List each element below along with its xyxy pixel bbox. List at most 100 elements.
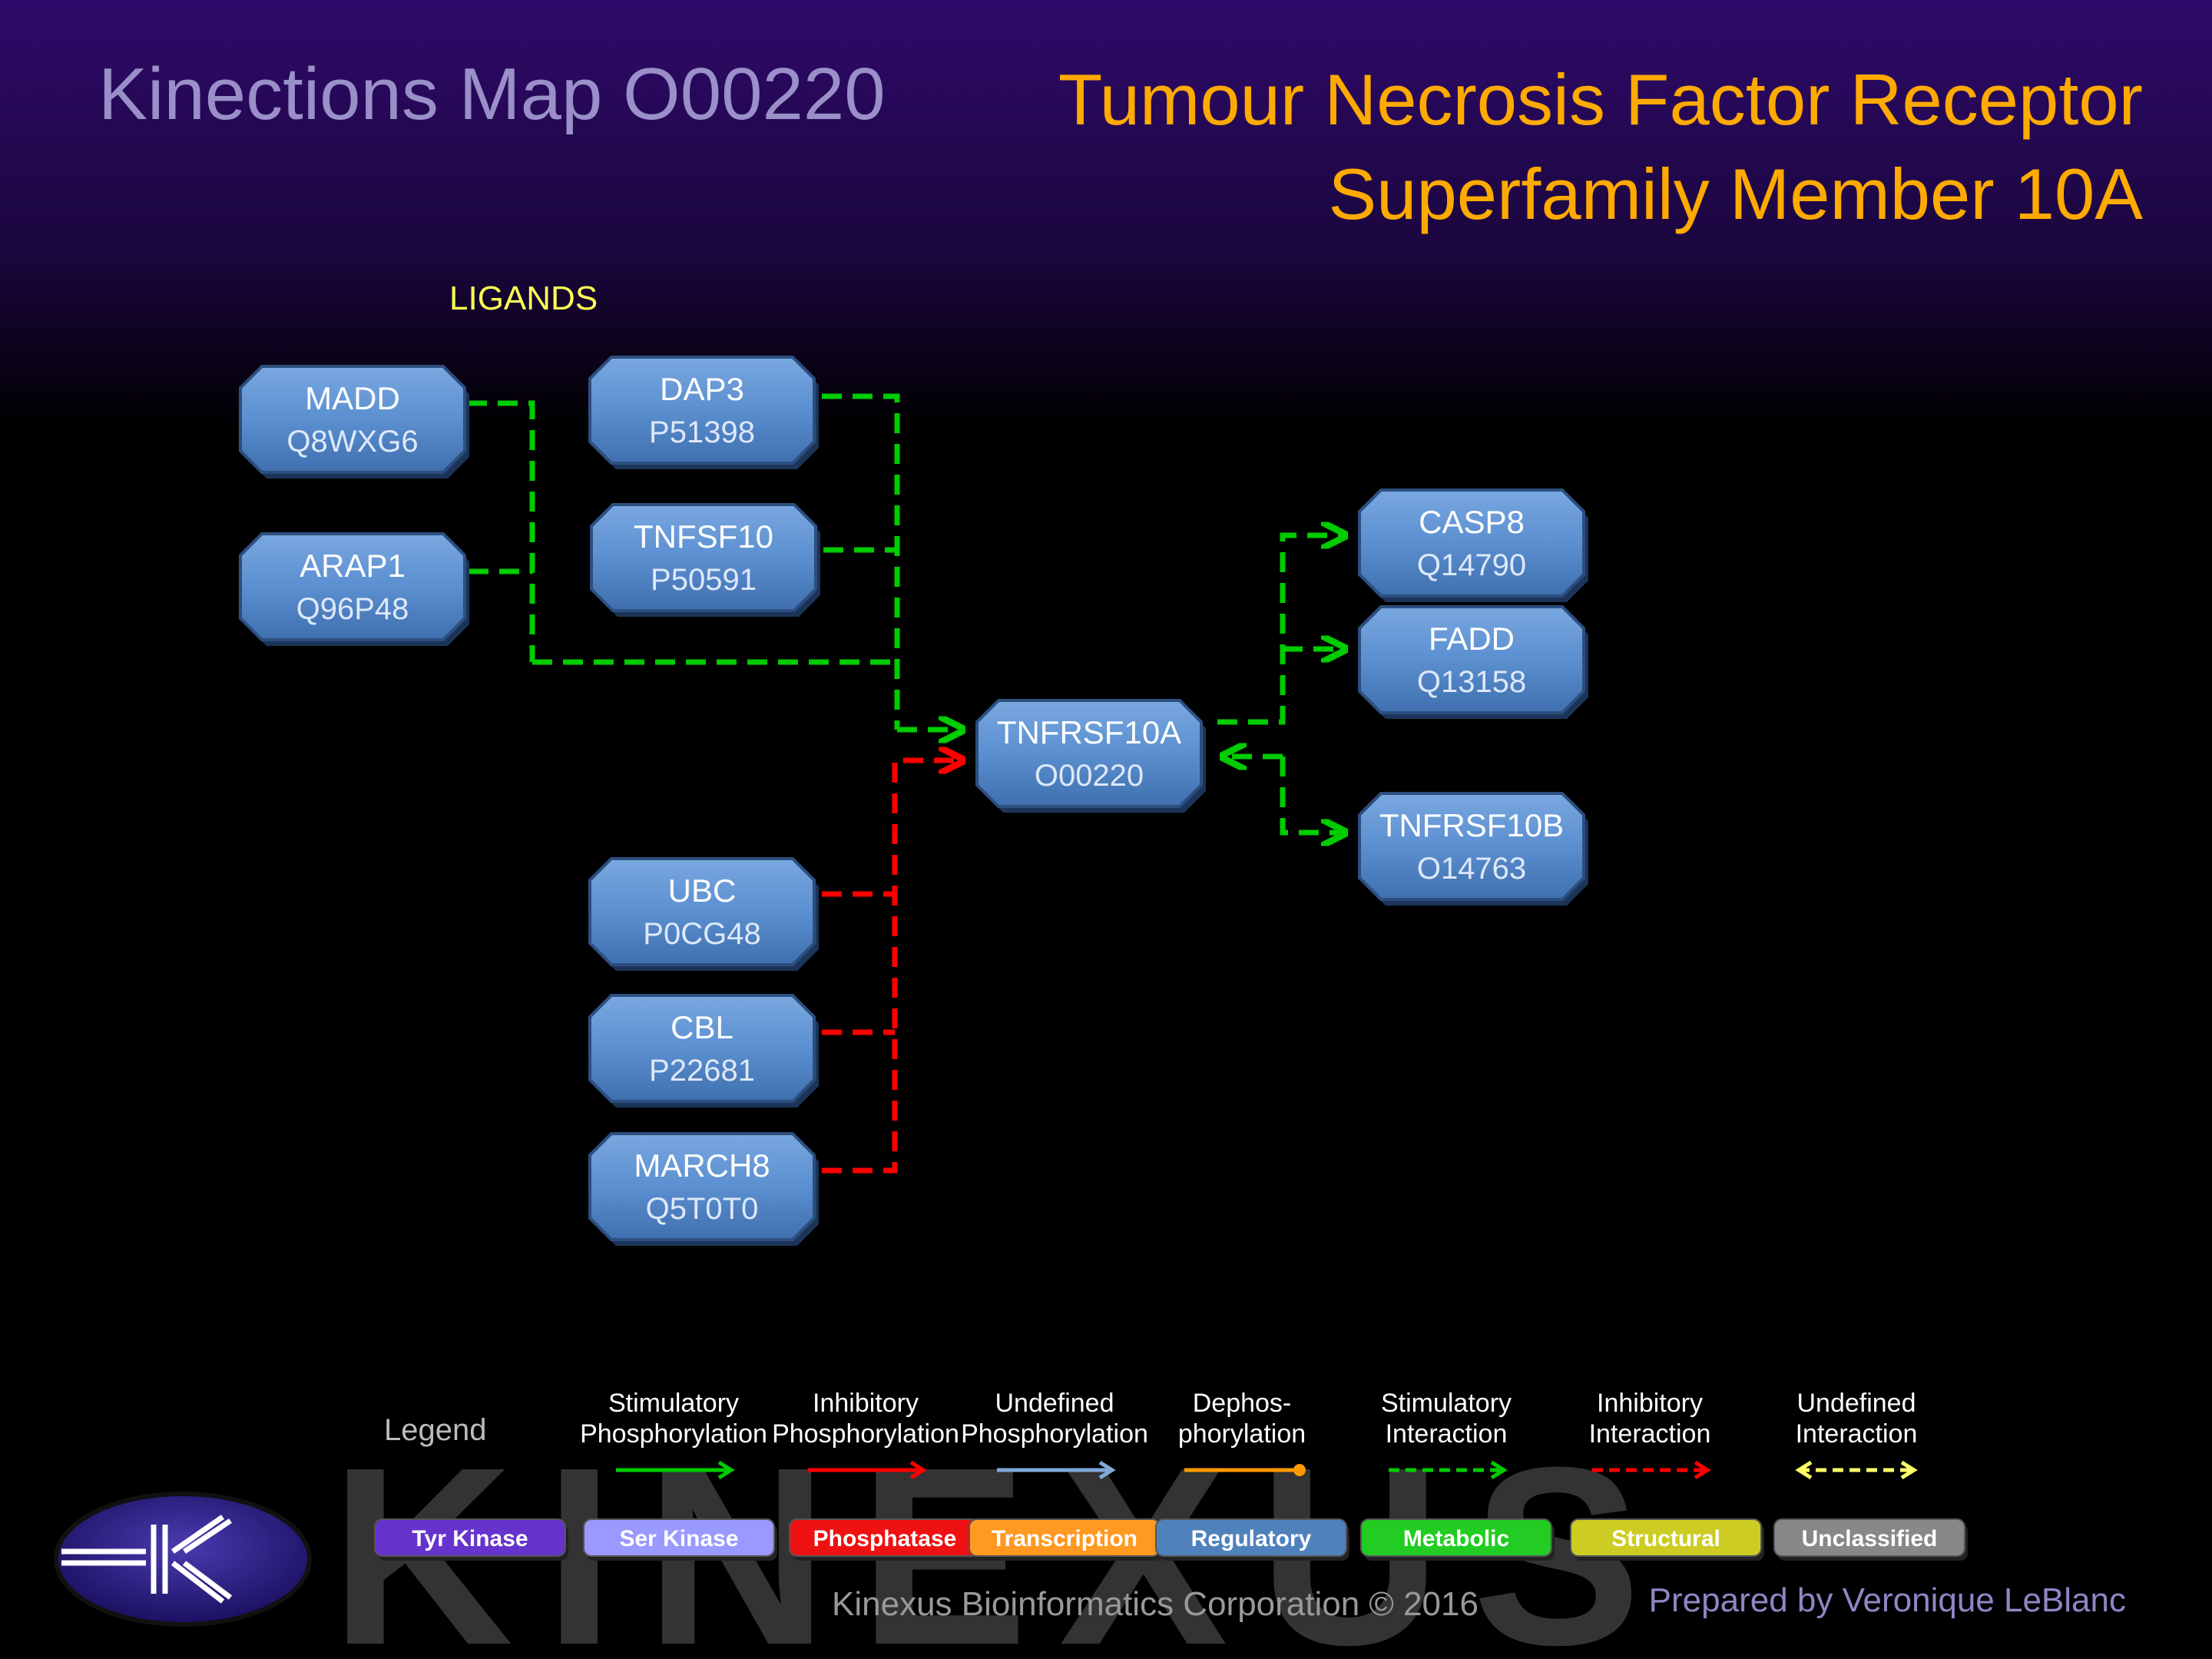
node-name: TNFSF10 [634, 518, 773, 555]
legend-arrow-label-line1: Inhibitory [813, 1389, 919, 1418]
copyright: Kinexus Bioinformatics Corporation © 201… [832, 1585, 1479, 1623]
stimulatory-interaction-edges [467, 393, 1343, 833]
node-accession: Q96P48 [296, 592, 409, 626]
legend-category: Unclassified [1773, 1518, 1968, 1561]
node-tnfrsf10a[interactable]: TNFRSF10A O00220 [975, 699, 1206, 813]
legend-category: Ser Kinase [583, 1518, 777, 1561]
legend-category: Structural [1570, 1518, 1764, 1561]
legend-title: Legend [384, 1413, 486, 1447]
protein-name-line2: Superfamily Member 10A [1328, 154, 2143, 234]
legend-category-swatch [1570, 1518, 1762, 1557]
edge-dap3-tnfrsf10a [822, 393, 900, 730]
legend-arrow-label-line2: Phosphorylation [961, 1419, 1148, 1449]
node-box [1358, 605, 1585, 714]
legend-category: Phosphatase [789, 1518, 983, 1561]
node-tnfrsf10b[interactable]: TNFRSF10B O14763 [1358, 792, 1588, 906]
legend-arrow-head [717, 1460, 735, 1480]
legend-arrow-label-line1: Undefined [995, 1389, 1114, 1418]
node-name: MADD [305, 380, 400, 416]
node-name: FADD [1429, 621, 1515, 657]
legend-arrow-dot [1293, 1464, 1306, 1476]
legend-category: Transcription [969, 1518, 1163, 1561]
kinexus-logo-mark [61, 1515, 233, 1604]
node-madd[interactable]: MADD Q8WXG6 [239, 365, 469, 478]
legend-arrow-label-line1: Stimulatory [1381, 1389, 1512, 1418]
legend-arrow-label-line1: Stimulatory [608, 1389, 739, 1418]
node-box [1358, 792, 1585, 901]
node-box [588, 356, 816, 465]
node-name: DAP3 [660, 371, 744, 407]
node-box [588, 994, 816, 1103]
legend-arrow-label-line1: Inhibitory [1597, 1389, 1703, 1418]
legend-arrow-head [1098, 1460, 1116, 1480]
node-accession: O00220 [1035, 759, 1144, 793]
node-accession: P50591 [651, 563, 757, 597]
node-box [590, 503, 817, 612]
legend-arrow-label-line2: Interaction [1589, 1419, 1711, 1449]
node-name: UBC [668, 873, 737, 909]
node-accession: P22681 [649, 1054, 755, 1088]
legend-arrow-label-line2: Interaction [1796, 1419, 1918, 1449]
legend-arrow-head [1900, 1460, 1918, 1480]
inhibitory-interaction-edges [822, 760, 960, 1174]
legend-arrow-tail [1795, 1460, 1813, 1480]
node-box [588, 857, 816, 966]
edge-tnfrsf10a-tnfrsf10b [1280, 757, 1343, 833]
legend-category-label: Tyr Kinase [412, 1526, 528, 1551]
ligands-label: LIGANDS [449, 280, 598, 317]
protein-name-line1: Tumour Necrosis Factor Receptor [1058, 59, 2143, 140]
edge-madd-tnfrsf10a [467, 400, 535, 662]
legend-categories: Tyr Kinase Ser Kinase Phosphatase Transcrip… [374, 1518, 1968, 1561]
node-name: TNFRSF10B [1379, 807, 1564, 843]
legend-arrow-label-line2: phorylation [1178, 1419, 1306, 1449]
legend-category-label: Phosphatase [813, 1526, 957, 1551]
node-accession: O14763 [1417, 852, 1526, 886]
kinexus-logo [54, 1492, 312, 1627]
legend-category-label: Unclassified [1802, 1526, 1938, 1551]
node-box [975, 699, 1203, 808]
legend-arrow-head [909, 1460, 927, 1480]
map-title: Kinections Map O00220 [98, 53, 886, 135]
legend-arrow-label-line2: Interaction [1386, 1419, 1508, 1449]
node-name: CASP8 [1419, 504, 1525, 540]
node-box [239, 365, 466, 474]
legend: Legend StimulatoryPhosphorylationInhibit… [374, 1389, 1968, 1561]
legend-category-swatch [374, 1518, 566, 1557]
legend-category-swatch [1773, 1518, 1965, 1557]
legend-arrow-label-line2: Phosphorylation [772, 1419, 959, 1449]
node-accession: Q14790 [1417, 548, 1526, 582]
legend-category-swatch [1360, 1518, 1552, 1557]
legend-category-label: Metabolic [1403, 1526, 1509, 1551]
node-name: MARCH8 [634, 1147, 770, 1184]
legend-category-label: Ser Kinase [619, 1526, 738, 1551]
edge-tnfrsf10a-casp8 [1217, 535, 1343, 725]
legend-category-label: Transcription [992, 1526, 1137, 1551]
node-box [239, 532, 466, 641]
edge-march8-tnfrsf10a [822, 760, 960, 1174]
node-name: TNFRSF10A [997, 714, 1181, 750]
legend-arrow-head [1490, 1460, 1508, 1480]
legend-category-swatch [1155, 1518, 1347, 1557]
legend-arrows: StimulatoryPhosphorylationInhibitoryPhos… [580, 1389, 1918, 1480]
legend-category-label: Regulatory [1191, 1526, 1312, 1551]
legend-arrow-item: Dephos-phorylation [1178, 1389, 1306, 1476]
legend-category: Tyr Kinase [374, 1518, 568, 1561]
node-accession: Q5T0T0 [646, 1192, 759, 1226]
node-accession: Q8WXG6 [286, 425, 418, 459]
node-box [1358, 488, 1585, 598]
prepared-by: Prepared by Veronique LeBlanc [1649, 1581, 2126, 1619]
